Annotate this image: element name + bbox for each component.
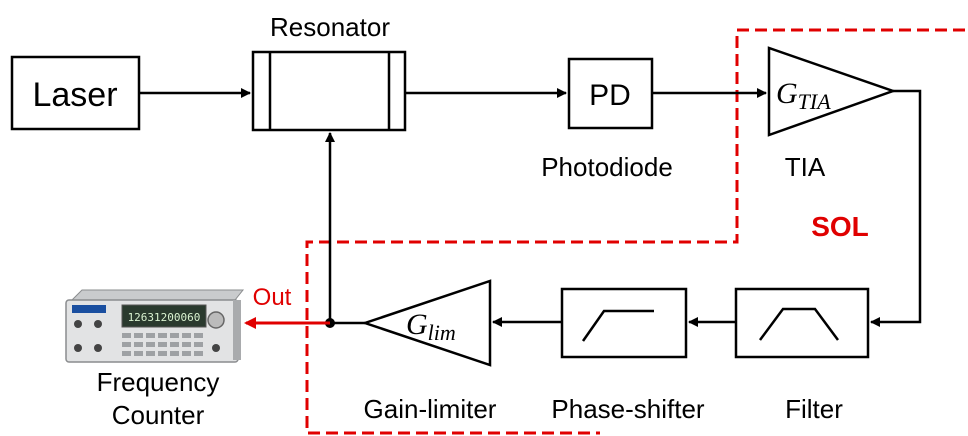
laser-label: Laser bbox=[32, 76, 117, 114]
out-label: Out bbox=[253, 284, 292, 311]
sol-label: SOL bbox=[811, 211, 869, 242]
phase-shifter-label: Phase-shifter bbox=[551, 394, 705, 424]
photodiode-label: Photodiode bbox=[541, 152, 673, 182]
filter-block bbox=[736, 289, 868, 357]
frequency-counter-label-line1: Frequency bbox=[97, 367, 220, 397]
tia-label: TIA bbox=[785, 152, 826, 182]
gain-limiter-label: Gain-limiter bbox=[364, 394, 497, 424]
frequency-counter-image: 12631200060 bbox=[66, 290, 243, 362]
frequency-counter-label-line2: Counter bbox=[112, 400, 205, 430]
tia-to-filter-wire bbox=[871, 91, 920, 322]
counter-display-readout: 12631200060 bbox=[128, 311, 201, 324]
resonator-block bbox=[253, 52, 405, 130]
resonator-label: Resonator bbox=[270, 12, 390, 42]
filter-label: Filter bbox=[785, 394, 843, 424]
phase-shifter-block bbox=[562, 289, 686, 357]
pd-label: PD bbox=[589, 79, 631, 112]
